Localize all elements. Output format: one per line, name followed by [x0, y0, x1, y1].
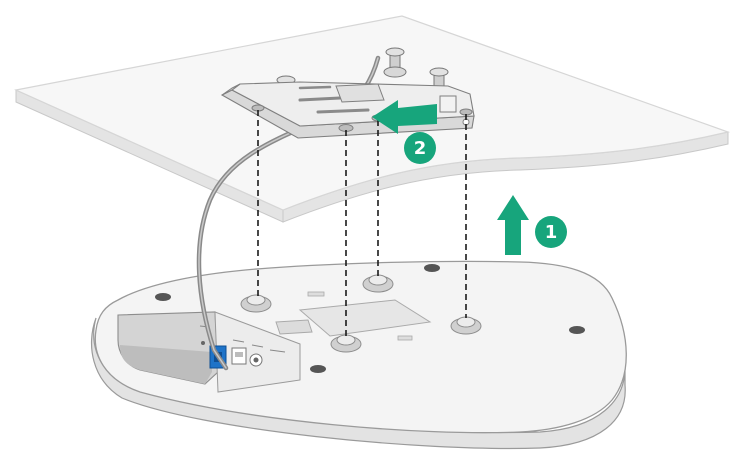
- indicator-mark: [307, 291, 325, 297]
- step-2-arrow: [372, 100, 437, 134]
- mount-hole: [310, 365, 326, 373]
- mount-boss: [450, 316, 482, 335]
- bracket-slot: [298, 96, 342, 102]
- bracket-lip: [221, 83, 241, 96]
- reset-hole: [201, 341, 205, 345]
- bracket-tab: [335, 83, 385, 103]
- port-recess-floor: [120, 345, 212, 384]
- port-label-mark: [251, 344, 264, 348]
- mount-boss: [240, 294, 272, 313]
- bracket-slot: [298, 85, 332, 90]
- top-plate: [298, 299, 432, 337]
- mount-boss: [362, 274, 394, 293]
- step-1-number: 1: [545, 222, 558, 243]
- bracket-slot: [316, 108, 370, 114]
- indicator-mark: [397, 335, 413, 341]
- top-plate-slot: [275, 319, 313, 335]
- step-2-circle: [404, 132, 436, 164]
- screw-alignment-guides: [257, 110, 467, 336]
- mount-hole: [155, 293, 171, 301]
- port-label-mark: [232, 339, 245, 343]
- step-2-badge: 2: [404, 132, 436, 164]
- bracket-clip: [439, 95, 457, 113]
- step-1-circle: [535, 216, 567, 248]
- lift-up-arrow-icon: [497, 195, 529, 255]
- port-label-mark: [269, 349, 286, 353]
- mount-hole: [424, 264, 440, 272]
- mount-boss: [330, 334, 362, 353]
- step-2-number: 2: [414, 138, 427, 159]
- slide-left-arrow-icon: [372, 100, 437, 134]
- mount-hole: [569, 326, 585, 334]
- power-port-inner: [253, 357, 259, 363]
- step-1-arrow: [497, 195, 529, 255]
- usb-port-inner: [235, 352, 243, 357]
- ceiling-screw: [383, 47, 407, 78]
- access-point: [90, 260, 627, 450]
- step-1-badge: 1: [535, 216, 567, 248]
